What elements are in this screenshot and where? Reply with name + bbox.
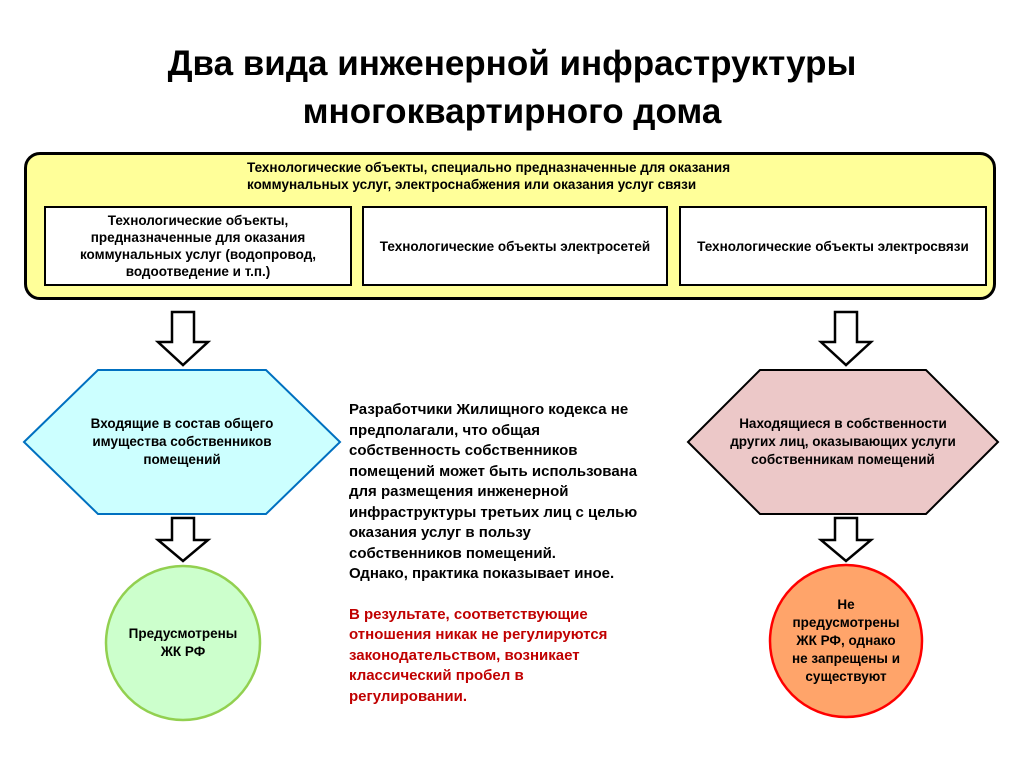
box-utility-objects: Технологические объекты, предназначенные… [44, 206, 352, 286]
hexagon-third-party-property-label: Находящиеся в собственности других лиц, … [730, 416, 956, 467]
hexagon-third-party-property [686, 369, 1000, 515]
conclusion-line: классический пробел в [349, 667, 524, 684]
arrow-down-icon [817, 516, 875, 563]
arrow-down-icon [817, 310, 875, 367]
commentary-text: Разработчики Жилищного кодекса не предпо… [349, 400, 709, 707]
circle-not-provided-by-code [768, 563, 924, 719]
title-line-1: Два вида инженерной инфраструктуры [167, 44, 857, 83]
panel-heading-line-1: Технологические объекты, специально пред… [247, 160, 731, 175]
conclusion-line: отношения никак не регулируются [349, 626, 608, 643]
conclusion-line: регулировании. [349, 687, 468, 705]
box-power-grid-objects: Технологические объекты электросетей [362, 206, 668, 286]
page-title: Два вида инженерной инфраструктуры много… [0, 40, 1024, 136]
title-line-2: многоквартирного дома [302, 92, 722, 131]
conclusion-line: В результате, соответствующие [349, 605, 588, 623]
circle-provided-by-code-label: Предусмотрены ЖК РФ [128, 626, 238, 659]
circle-not-provided-by-code-label: Не предусмотрены ЖК РФ, однако не запрещ… [792, 597, 900, 684]
hexagon-common-property-label: Входящие в состав общего имущества собст… [90, 416, 274, 467]
conclusion-line: законодательством, возникает [349, 646, 580, 664]
circle-provided-by-code [104, 564, 262, 722]
panel-heading: Технологические объекты, специально пред… [247, 159, 787, 193]
arrow-down-icon [154, 516, 212, 563]
arrow-down-icon [154, 310, 212, 367]
panel-heading-line-2: коммунальных услуг, электроснабжения или… [247, 177, 697, 192]
box-telecom-objects: Технологические объекты электросвязи [679, 206, 987, 286]
hexagon-common-property [22, 369, 342, 515]
